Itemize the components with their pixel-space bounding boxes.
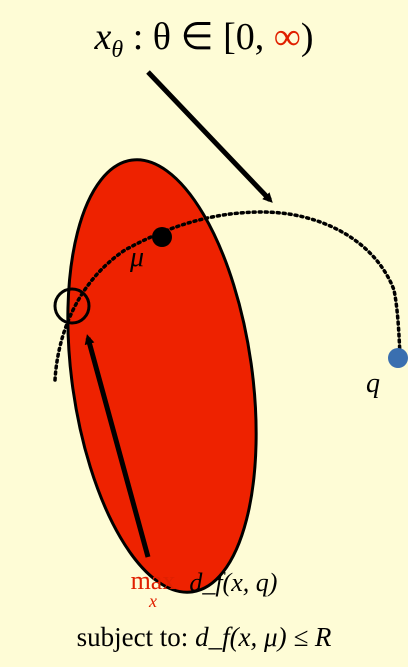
objective-expression: d_f(x, q) xyxy=(189,568,278,597)
path-domain: : θ ∈ [0, xyxy=(123,16,274,58)
infinity-symbol: ∞ xyxy=(273,16,301,58)
constraint-expression: d_f(x, μ) ≤ R xyxy=(195,622,332,652)
path-curve xyxy=(53,210,402,382)
constraint-prefix: subject to: xyxy=(76,622,189,652)
pointer-arrow-to-optimum xyxy=(84,334,151,558)
optimal-point-marker xyxy=(53,287,91,325)
constraint-region xyxy=(66,158,258,594)
mu-label: μ xyxy=(129,242,144,273)
mu-point xyxy=(152,227,172,247)
path-definition: xθ : θ ∈ [0, ∞) xyxy=(0,14,408,64)
path-variable-subscript: θ xyxy=(111,37,124,63)
q-label: q xyxy=(366,368,380,399)
path-domain-close: ) xyxy=(300,16,314,58)
q-point xyxy=(388,348,408,368)
constraint-text: subject to: d_f(x, μ) ≤ R xyxy=(0,622,408,653)
path-variable: x xyxy=(94,16,112,58)
pointer-arrow-to-path xyxy=(146,70,273,203)
max-operator-subscript: x xyxy=(148,591,157,611)
